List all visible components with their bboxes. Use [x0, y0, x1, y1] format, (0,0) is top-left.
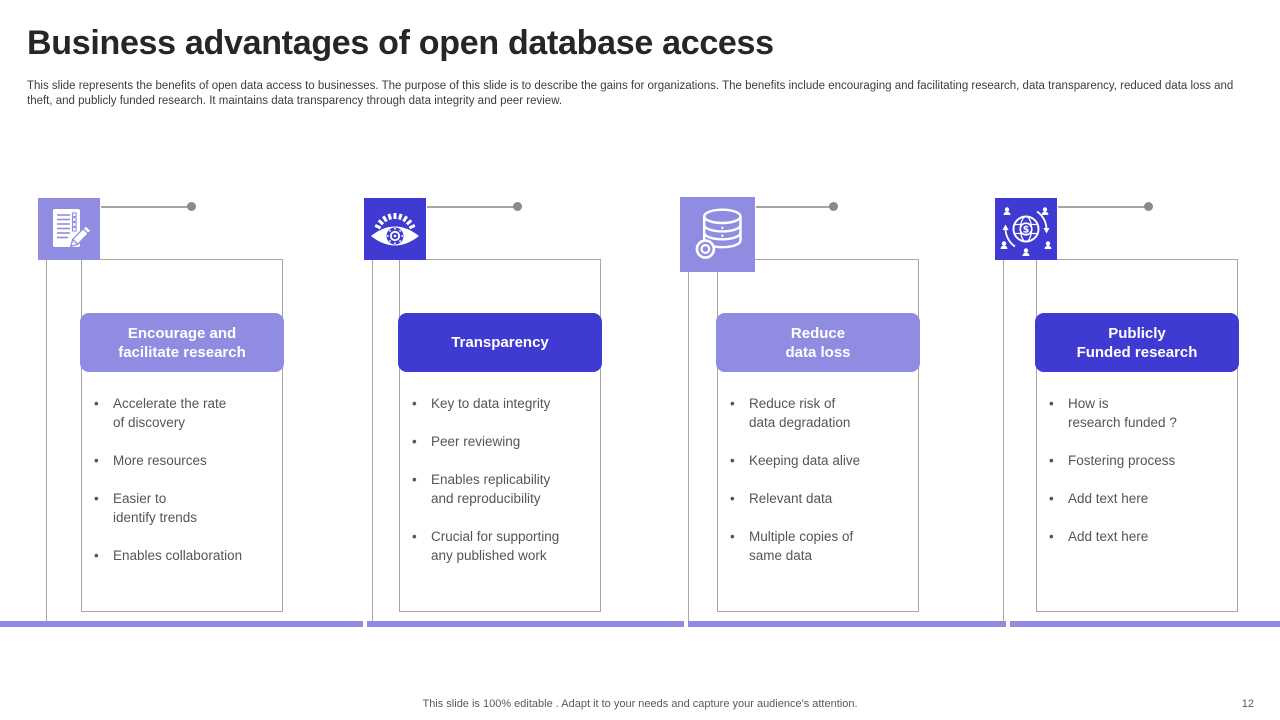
bullet-item: Add text here [1037, 489, 1233, 508]
svg-text:$: $ [1023, 225, 1030, 236]
page-number: 12 [1241, 698, 1254, 710]
column-transparency: Transparency Key to data integrity Peer … [364, 0, 614, 720]
bottom-accent-bar [688, 621, 1006, 627]
column-card: Encourage and facilitate research Accele… [80, 259, 284, 612]
icon-connector-line [427, 206, 515, 208]
column-card: Publicly Funded research How is research… [1035, 259, 1239, 612]
bullet-item: Accelerate the rate of discovery [82, 394, 278, 432]
bullet-item: Relevant data [718, 489, 914, 508]
bullet-item: Multiple copies of same data [718, 527, 914, 565]
bottom-accent-bar [1010, 621, 1280, 627]
footer-note: This slide is 100% editable . Adapt it t… [422, 698, 858, 710]
column-card: Transparency Key to data integrity Peer … [398, 259, 602, 612]
column-guide-line [46, 238, 47, 622]
column-guide-line [1003, 238, 1004, 622]
bullet-item: Enables replicability and reproducibilit… [400, 470, 596, 508]
funding-network-icon: $ [995, 198, 1057, 260]
bullet-item: Peer reviewing [400, 432, 596, 451]
bullet-item: Easier to identify trends [82, 489, 278, 527]
bullet-item: Add text here [1037, 527, 1233, 546]
column-badge: Encourage and facilitate research [80, 313, 284, 372]
icon-connector-line [756, 206, 831, 208]
bullet-item: More resources [82, 451, 278, 470]
slide-description: This slide represents the benefits of op… [27, 80, 1234, 107]
connector-dot [187, 202, 196, 211]
column-encourage-research: Encourage and facilitate research Accele… [38, 0, 288, 720]
column-reduce-data-loss: Reduce data loss Reduce risk of data deg… [680, 0, 930, 720]
column-guide-line [688, 238, 689, 622]
connector-dot [1144, 202, 1153, 211]
column-publicly-funded: $ Publicly Funded research How is resear… [995, 0, 1245, 720]
bullet-item: Reduce risk of data degradation [718, 394, 914, 432]
slide-title: Business advantages of open database acc… [27, 24, 774, 62]
bullet-item: Fostering process [1037, 451, 1233, 470]
column-guide-line [372, 238, 373, 622]
bottom-accent-bar [0, 621, 363, 627]
bullet-list: Accelerate the rate of discovery More re… [82, 394, 278, 584]
connector-dot [513, 202, 522, 211]
column-badge: Transparency [398, 313, 602, 372]
document-edit-icon [38, 198, 100, 260]
bottom-accent-bar [367, 621, 684, 627]
bullet-item: Key to data integrity [400, 394, 596, 413]
column-card: Reduce data loss Reduce risk of data deg… [716, 259, 920, 612]
bullet-item: How is research funded ? [1037, 394, 1233, 432]
icon-connector-line [1058, 206, 1146, 208]
icon-connector-line [101, 206, 189, 208]
column-badge: Reduce data loss [716, 313, 920, 372]
connector-dot [829, 202, 838, 211]
database-gear-icon [680, 197, 755, 272]
bullet-item: Crucial for supporting any published wor… [400, 527, 596, 565]
bullet-list: How is research funded ? Fostering proce… [1037, 394, 1233, 565]
bullet-list: Reduce risk of data degradation Keeping … [718, 394, 914, 584]
bullet-item: Enables collaboration [82, 546, 278, 565]
eye-icon [364, 198, 426, 260]
bullet-item: Keeping data alive [718, 451, 914, 470]
column-badge: Publicly Funded research [1035, 313, 1239, 372]
bullet-list: Key to data integrity Peer reviewing Ena… [400, 394, 596, 584]
